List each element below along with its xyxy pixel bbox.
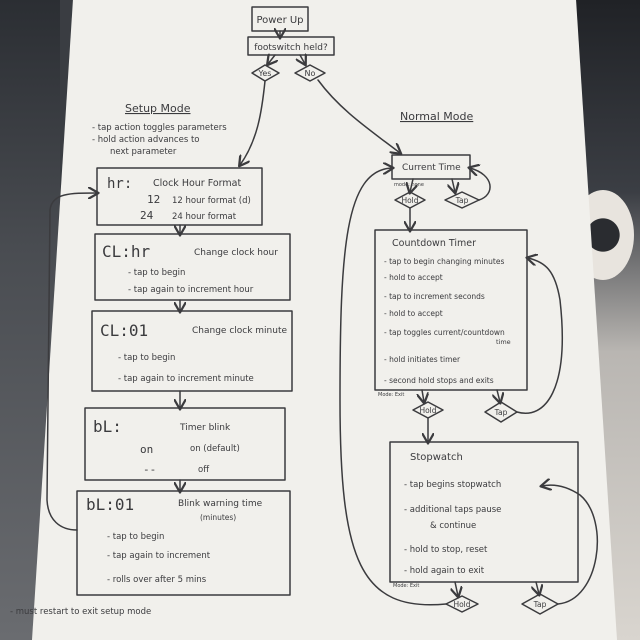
timer-blink-title: Timer blink [179, 423, 231, 433]
current-time-tag: mode: none [394, 182, 424, 188]
change-hour-line-1: - tap to begin [128, 268, 185, 278]
arrow-to-setup [240, 80, 266, 165]
hour-format-title: Clock Hour Format [153, 178, 241, 189]
no-diamond [294, 64, 326, 82]
current-hold-label: Hold [401, 196, 418, 205]
blink-warning-line-2: - tap again to increment [107, 551, 211, 561]
change-minute-title: Change clock minute [192, 326, 287, 336]
no-label: No [305, 69, 316, 78]
current-tap-label: Tap [455, 196, 469, 205]
stopwatch-line-4: - hold to stop, reset [404, 545, 488, 555]
stopwatch-hold-diamond [445, 595, 479, 613]
setup-box-change-hour [94, 233, 291, 301]
change-hour-title: Change clock hour [194, 248, 278, 258]
stopwatch-box [389, 441, 579, 583]
setup-title: Setup Mode [125, 102, 191, 115]
stopwatch-tag: Mode: Exit [393, 583, 419, 589]
countdown-line-7: - hold initiates timer [384, 355, 461, 364]
arrow-countdown-hold [422, 389, 424, 402]
countdown-line-1: - tap to begin changing minutes [384, 257, 504, 266]
arrow-current-hold [410, 178, 413, 192]
setup-note-3: next parameter [110, 147, 177, 157]
countdown-line-2: - hold to accept [384, 273, 443, 282]
arrow-stopwatch-tap [536, 581, 539, 594]
stopwatch-line-2: - additional taps pause [404, 505, 501, 515]
paper-sheet [32, 0, 617, 640]
countdown-line-5: - tap toggles current/countdown [384, 328, 505, 337]
stopwatch-tap-label: Tap [533, 600, 547, 609]
arrow-current-tap [452, 178, 455, 192]
timer-blink-code: bL: [93, 417, 122, 436]
hour-opt2-label: 24 hour format [172, 212, 237, 222]
yes-label: Yes [258, 69, 272, 78]
setup-note-2: - hold action advances to [92, 135, 199, 145]
countdown-title: Countdown Timer [392, 238, 476, 249]
change-hour-line-2: - tap again to increment hour [128, 285, 254, 295]
setup-box-timer-blink [84, 407, 286, 481]
change-minute-line-2: - tap again to increment minute [118, 374, 254, 384]
setup-loop-arrow [46, 193, 97, 531]
countdown-tap-label: Tap [494, 408, 508, 417]
arrow-no [300, 55, 305, 64]
hour-opt1-label: 12 hour format (d) [172, 196, 251, 206]
hour-format-code: hr: [107, 176, 132, 192]
stopwatch-line-3: & continue [430, 521, 476, 531]
power-up-label: Power Up [256, 15, 303, 26]
countdown-line-4: - hold to accept [384, 309, 443, 318]
blink-opt1-label: on (default) [190, 444, 240, 454]
current-hold-diamond [394, 191, 426, 209]
countdown-hold-label: Hold [419, 406, 436, 415]
countdown-line-6: time [496, 338, 511, 346]
arrow-stopwatch-hold [455, 581, 458, 596]
question-box [247, 36, 335, 56]
arrow-to-normal [317, 79, 400, 153]
blink-warning-sub: (minutes) [200, 513, 236, 522]
countdown-hold-diamond [412, 401, 444, 419]
countdown-tag: Mode: Exit [378, 392, 404, 398]
blink-warning-line-3: - rolls over after 5 mins [107, 575, 207, 585]
current-time-title: Current Time [402, 163, 461, 173]
countdown-line-3: - tap to increment seconds [384, 292, 485, 301]
countdown-line-8: - second hold stops and exits [384, 376, 494, 385]
stopwatch-hold-label: Hold [453, 600, 470, 609]
setup-footer: - must restart to exit setup mode [10, 607, 151, 617]
setup-box-blink-warning [76, 490, 291, 596]
question-label: footswitch held? [254, 43, 328, 53]
blink-opt2-label: off [198, 465, 210, 475]
arrow-countdown-tap [497, 389, 500, 402]
yes-diamond [251, 64, 280, 82]
hour-opt2-code: 24 [140, 209, 154, 222]
countdown-tap-loop [516, 258, 563, 414]
stopwatch-tap-loop [542, 485, 599, 605]
normal-title: Normal Mode [400, 110, 473, 123]
change-minute-code: CL:01 [100, 321, 148, 340]
stopwatch-hold-loop [339, 168, 447, 606]
change-minute-line-1: - tap to begin [118, 353, 175, 363]
countdown-box [374, 229, 528, 391]
stopwatch-line-1: - tap begins stopwatch [404, 480, 501, 490]
blink-warning-line-1: - tap to begin [107, 532, 164, 542]
blink-warning-title: Blink warning time [178, 499, 263, 509]
change-hour-code: CL:hr [102, 242, 151, 261]
hour-opt1-code: 12 [147, 193, 160, 206]
blink-opt2-code: -- [143, 463, 156, 476]
blink-opt1-code: on [140, 443, 153, 456]
current-tap-loop [470, 168, 491, 201]
arrow-yes [268, 55, 275, 64]
stopwatch-title: Stopwatch [410, 452, 463, 463]
setup-box-change-minute [91, 310, 293, 392]
stopwatch-line-5: - hold again to exit [404, 566, 485, 576]
blink-warning-code: bL:01 [86, 495, 134, 514]
setup-note-1: - tap action toggles parameters [92, 123, 227, 133]
